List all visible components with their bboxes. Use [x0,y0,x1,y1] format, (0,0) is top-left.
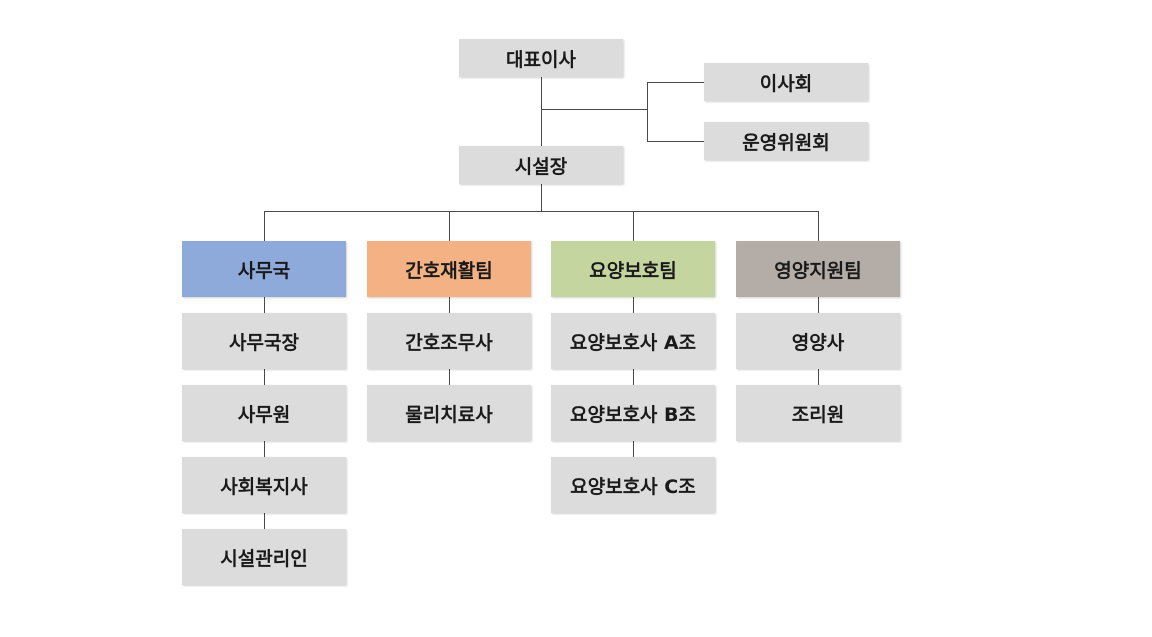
team-box-care: 요양보호팀 [551,241,715,297]
board-label: 이사회 [759,72,813,95]
ceo-label: 대표이사 [506,48,576,71]
team-box-nursing-rehab: 간호재활팀 [367,241,531,297]
team-label: 영양지원팀 [774,259,862,282]
member-label: 요양보호사 B조 [570,403,696,426]
team-label: 간호재활팀 [405,259,493,282]
connector-column-2 [633,297,634,457]
connector-team-drop-1 [449,211,450,241]
member-label: 간호조무사 [405,331,493,354]
director-label: 시설장 [514,155,568,178]
connector-team-drop-2 [633,211,634,241]
team-box-admin: 사무국 [182,241,346,297]
member-box: 사회복지사 [182,457,346,513]
connector-advisory-branch [541,109,648,110]
director-box: 시설장 [459,146,623,184]
team-label: 사무국 [237,259,291,282]
committee-label: 운영위원회 [742,131,830,154]
connector-director-teams [541,184,542,211]
team-label: 요양보호팀 [589,259,677,282]
committee-box: 운영위원회 [704,122,868,160]
member-label: 사무국장 [229,331,299,354]
member-label: 사무원 [237,403,291,426]
connector-ceo-director [541,77,542,146]
member-box: 요양보호사 C조 [551,457,715,513]
member-box: 간호조무사 [367,313,531,369]
member-box: 조리원 [736,385,900,441]
member-label: 요양보호사 C조 [570,475,696,498]
connector-committee [647,141,704,142]
connector-team-drop-3 [818,211,819,241]
board-box: 이사회 [704,63,868,101]
ceo-box: 대표이사 [459,39,623,77]
member-box: 요양보호사 A조 [551,313,715,369]
member-label: 조리원 [791,403,845,426]
member-box: 사무국장 [182,313,346,369]
member-label: 영양사 [791,331,845,354]
connector-board [647,82,704,83]
member-box: 영양사 [736,313,900,369]
member-label: 사회복지사 [220,475,308,498]
member-label: 요양보호사 A조 [569,331,697,354]
member-box: 물리치료사 [367,385,531,441]
member-label: 시설관리인 [220,547,308,570]
member-box: 시설관리인 [182,529,346,585]
connector-teams-bus [264,211,819,212]
member-label: 물리치료사 [405,403,493,426]
member-box: 사무원 [182,385,346,441]
connector-advisory-spine [647,82,648,141]
team-box-nutrition: 영양지원팀 [736,241,900,297]
connector-team-drop-0 [264,211,265,241]
member-box: 요양보호사 B조 [551,385,715,441]
